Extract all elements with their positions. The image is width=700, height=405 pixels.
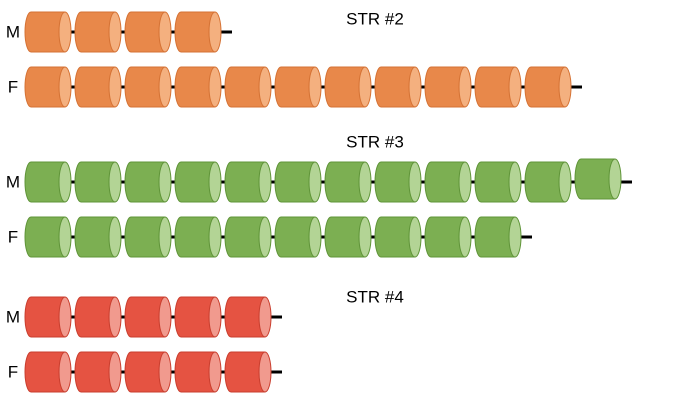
repeat-unit — [24, 216, 72, 258]
allele-label: M — [6, 307, 20, 326]
repeat-unit — [124, 296, 172, 338]
repeat-unit — [374, 216, 422, 258]
allele-row-f: F — [8, 351, 282, 393]
repeat-unit — [424, 216, 472, 258]
allele-row-m: M — [6, 11, 232, 53]
repeat-unit — [324, 66, 372, 108]
repeat-unit — [24, 66, 72, 108]
repeat-unit — [524, 66, 572, 108]
repeat-unit — [24, 11, 72, 53]
repeat-unit — [224, 161, 272, 203]
repeat-unit — [574, 158, 622, 200]
allele-label: M — [6, 172, 20, 191]
allele-row-f: F — [8, 66, 582, 108]
repeat-unit — [174, 296, 222, 338]
repeat-unit — [174, 11, 222, 53]
str-group-2: STR #2 M F — [6, 9, 582, 108]
repeat-unit — [74, 11, 122, 53]
repeat-unit — [24, 296, 72, 338]
repeat-unit — [324, 216, 372, 258]
repeat-unit — [474, 216, 522, 258]
repeat-unit — [524, 161, 572, 203]
repeat-unit — [74, 66, 122, 108]
group-title: STR #4 — [346, 287, 404, 306]
repeat-unit — [124, 161, 172, 203]
allele-row-m: M — [6, 296, 282, 338]
repeat-unit — [224, 296, 272, 338]
repeat-unit — [74, 296, 122, 338]
repeat-unit — [124, 66, 172, 108]
repeat-unit — [324, 161, 372, 203]
repeat-unit — [24, 161, 72, 203]
repeat-unit — [274, 216, 322, 258]
repeat-unit — [374, 66, 422, 108]
repeat-unit — [74, 216, 122, 258]
allele-row-f: F — [8, 216, 532, 258]
repeat-unit — [224, 66, 272, 108]
repeat-unit — [174, 216, 222, 258]
str-group-4: STR #4 M F — [6, 287, 404, 393]
repeat-unit — [124, 11, 172, 53]
repeat-unit — [274, 161, 322, 203]
str-group-3: STR #3 M F — [6, 132, 632, 258]
repeat-unit — [474, 66, 522, 108]
repeat-unit — [74, 351, 122, 393]
repeat-unit — [174, 66, 222, 108]
repeat-unit — [224, 351, 272, 393]
allele-row-m: M — [6, 158, 632, 203]
group-title: STR #2 — [346, 9, 404, 28]
repeat-unit — [124, 216, 172, 258]
repeat-unit — [174, 161, 222, 203]
repeat-unit — [374, 161, 422, 203]
repeat-unit — [124, 351, 172, 393]
repeat-unit — [424, 161, 472, 203]
repeat-unit — [224, 216, 272, 258]
repeat-unit — [274, 66, 322, 108]
allele-label: F — [8, 362, 18, 381]
group-title: STR #3 — [346, 132, 404, 151]
repeat-unit — [424, 66, 472, 108]
allele-label: F — [8, 77, 18, 96]
repeat-unit — [174, 351, 222, 393]
repeat-unit — [24, 351, 72, 393]
allele-label: M — [6, 22, 20, 41]
repeat-unit — [474, 161, 522, 203]
repeat-unit — [74, 161, 122, 203]
allele-label: F — [8, 227, 18, 246]
